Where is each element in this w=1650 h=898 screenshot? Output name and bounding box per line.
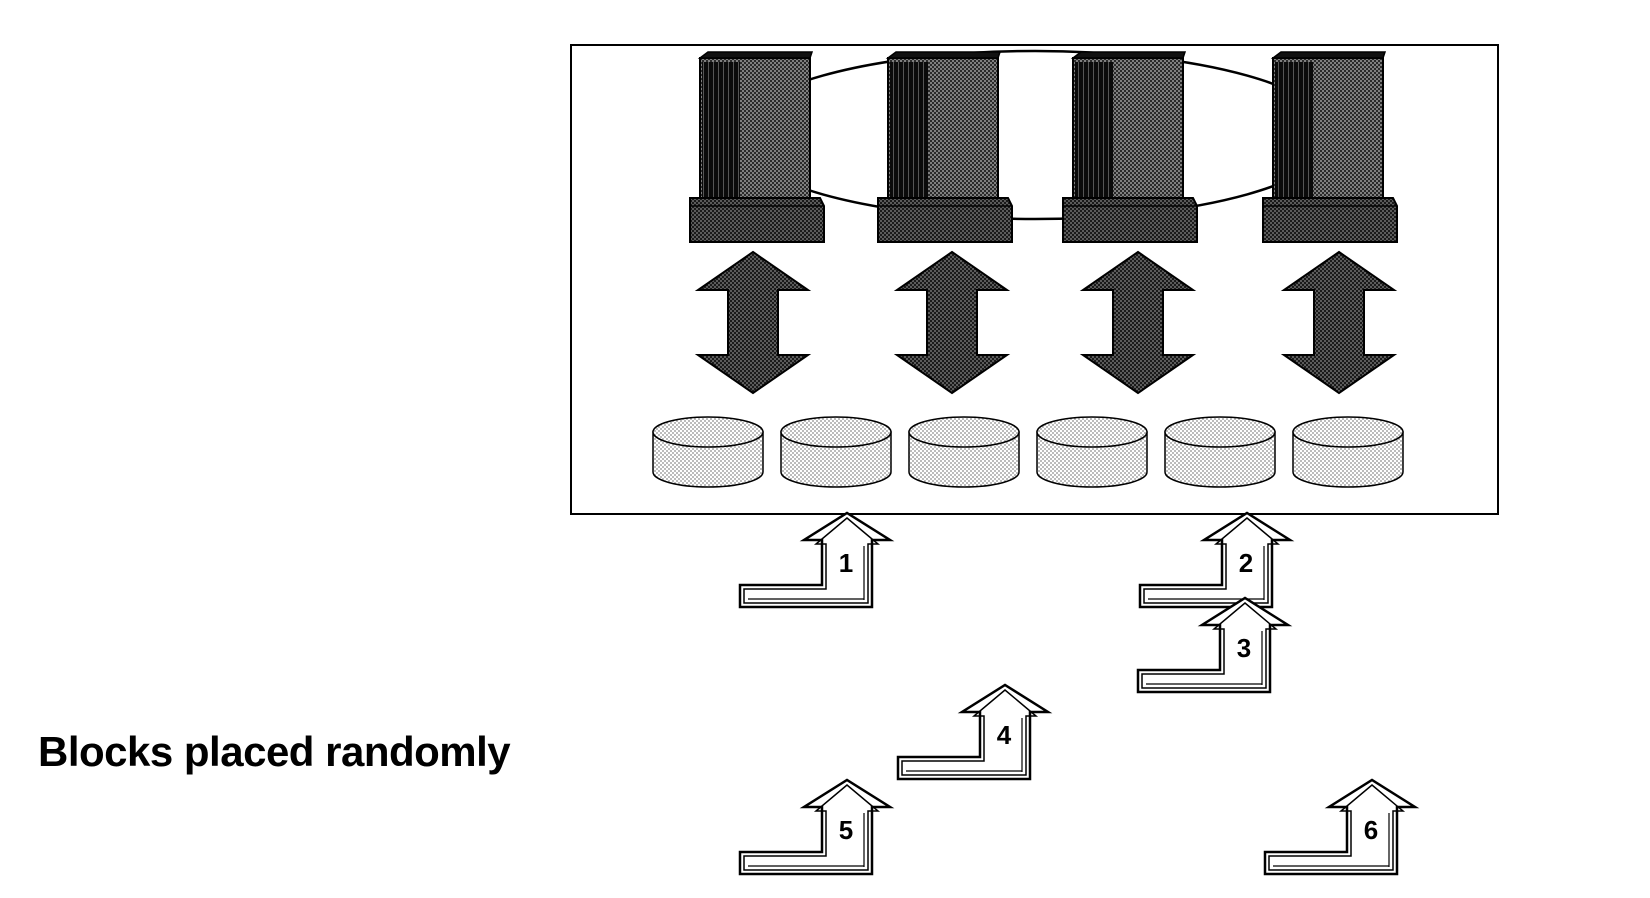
block-5-arrow: 5 [738, 778, 895, 876]
disk-icon [652, 416, 764, 488]
block-4-arrow: 4 [896, 683, 1053, 781]
block-number-label: 5 [839, 815, 853, 845]
block-number-label: 2 [1239, 548, 1253, 578]
disk-icon [1164, 416, 1276, 488]
server-icon [1262, 51, 1398, 243]
block-number-label: 6 [1364, 815, 1378, 845]
io-arrow-group [694, 250, 1398, 395]
disk-icon [780, 416, 892, 488]
disk-icon [908, 416, 1020, 488]
disk-icon [1292, 416, 1404, 488]
cluster-frame [570, 44, 1499, 515]
bidirectional-arrow-icon [893, 250, 1011, 395]
disk-icon [1036, 416, 1148, 488]
bidirectional-arrow-icon [1280, 250, 1398, 395]
server-icon [1062, 51, 1198, 243]
diagram-caption: Blocks placed randomly [38, 728, 511, 775]
interconnect-ring [733, 49, 1337, 221]
block-number-label: 4 [997, 720, 1012, 750]
block-number-label: 1 [839, 548, 853, 578]
block-3-arrow: 3 [1136, 596, 1293, 694]
server-group [689, 51, 1398, 243]
disk-group [652, 416, 1404, 488]
block-arrow-group: 1 2 3 4 5 6 [738, 511, 1420, 876]
block-1-arrow: 1 [738, 511, 895, 609]
server-icon [877, 51, 1013, 243]
block-6-arrow: 6 [1263, 778, 1420, 876]
block-number-label: 3 [1237, 633, 1251, 663]
server-icon [689, 51, 825, 243]
bidirectional-arrow-icon [1079, 250, 1197, 395]
bidirectional-arrow-icon [694, 250, 812, 395]
block-2-arrow: 2 [1138, 511, 1295, 609]
